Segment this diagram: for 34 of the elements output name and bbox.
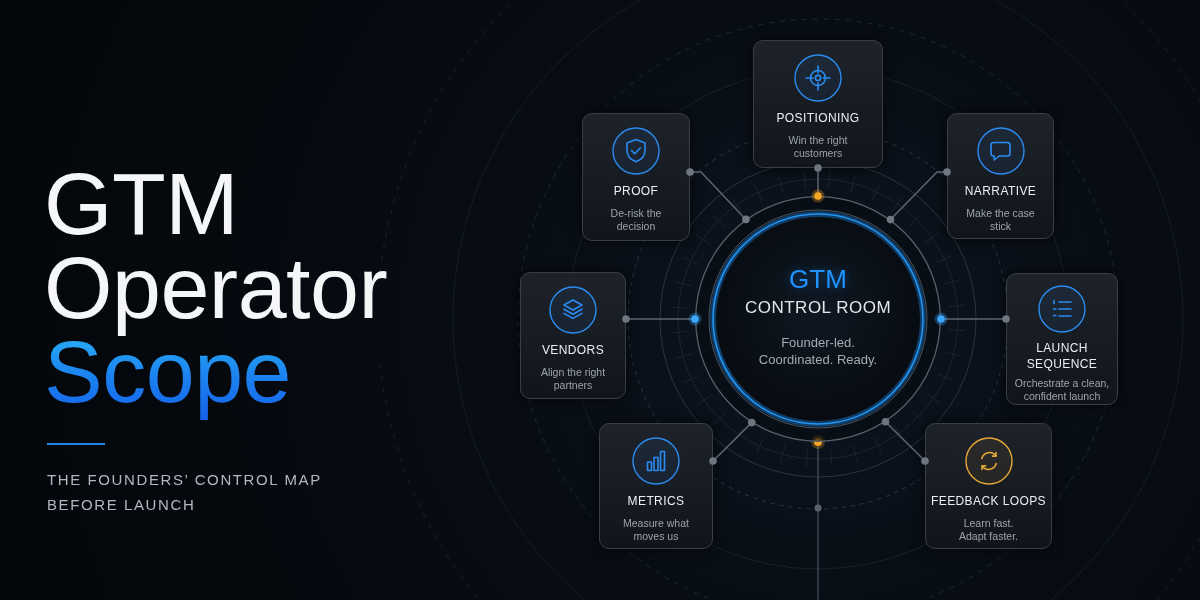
card-description: Win the right customers [787, 134, 849, 159]
connector-line [686, 168, 750, 224]
hub-tagline: Founder-led. Coordinated. Ready. [757, 334, 879, 368]
card-description: Make the case stick [965, 207, 1036, 232]
topic-card [520, 272, 626, 399]
topic-card [925, 423, 1052, 549]
connector-line [934, 312, 1010, 326]
card-description: Learn fast. Adapt faster. [958, 517, 1019, 542]
card-title: PROOF [613, 183, 659, 199]
connector-line [886, 168, 951, 224]
topic-card [753, 40, 883, 168]
topic-card [1006, 273, 1118, 405]
card-title: LAUNCH SEQUENCE [1025, 340, 1099, 372]
connector-line [811, 164, 825, 203]
card-title: METRICS [627, 493, 685, 509]
hub-title: CONTROL ROOM [744, 298, 892, 318]
card-description: Orchestrate a clean, confident launch [1013, 377, 1111, 402]
topic-card [947, 113, 1054, 239]
subtitle: THE FOUNDERS’ CONTROL MAP BEFORE LAUNCH [47, 470, 323, 515]
page-title: GTM Operator Scope [44, 153, 389, 423]
topic-card [582, 113, 690, 241]
card-title: NARRATIVE [964, 183, 1037, 199]
card-title: POSITIONING [776, 110, 860, 126]
hub-circle [695, 196, 941, 442]
card-description: Align the right partners [539, 366, 607, 391]
card-title: FEEDBACK LOOPS [931, 493, 1046, 509]
hub-label: GTM [789, 264, 847, 294]
connector-line [881, 418, 929, 465]
connector-line [622, 312, 702, 326]
topic-card [599, 423, 713, 549]
card-description: De-risk the decision [609, 207, 663, 232]
card-title: VENDORS [541, 342, 605, 358]
connector-line [709, 418, 756, 465]
card-description: Measure what moves us [622, 517, 690, 542]
